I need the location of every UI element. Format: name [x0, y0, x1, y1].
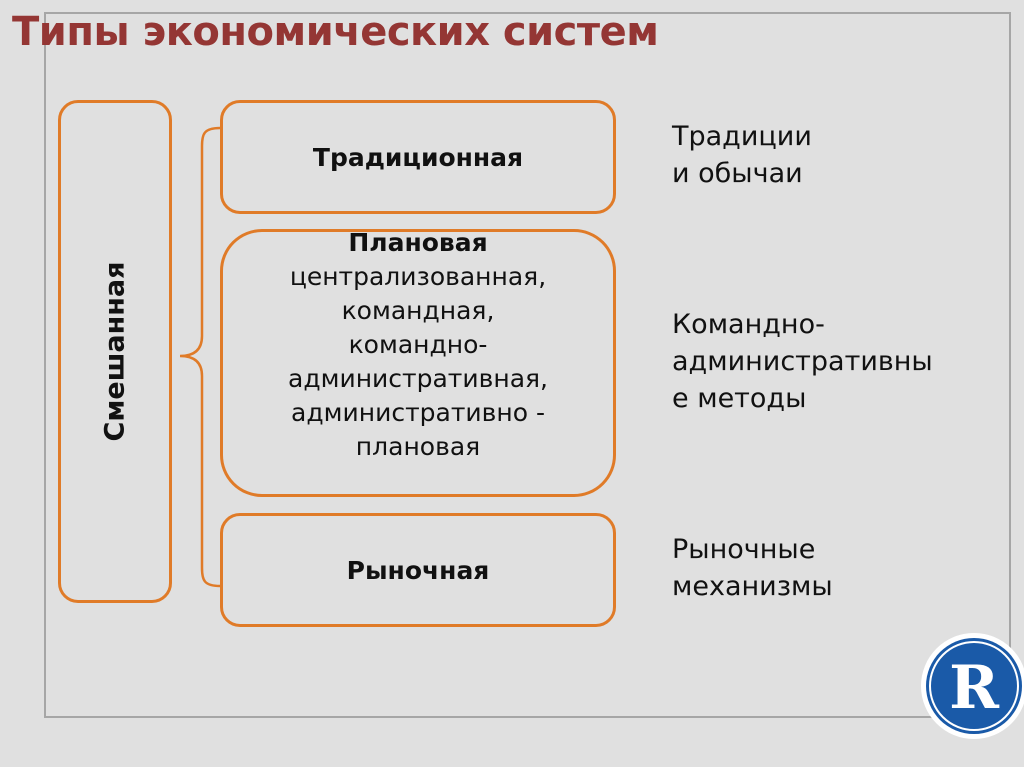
traditional-system-box: Традиционная	[220, 100, 616, 214]
hse-logo-icon: R	[921, 633, 1024, 739]
market-system-label: Рыночная	[346, 555, 490, 585]
mixed-system-label: Смешанная	[99, 261, 131, 442]
slide-frame	[44, 12, 1011, 718]
mixed-system-box: Смешанная	[58, 100, 172, 603]
slide-title: Типы экономических систем	[12, 9, 659, 55]
planned-system-box: Плановая централизованная, командная, ко…	[220, 228, 616, 497]
traditional-system-label: Традиционная	[312, 142, 524, 172]
curly-brace-icon	[179, 126, 221, 588]
market-system-box: Рыночная	[220, 513, 616, 627]
traditional-description: Традиции и обычаи	[672, 121, 812, 189]
planned-system-label: Плановая	[348, 228, 488, 257]
planned-system-line: административная,	[288, 364, 548, 393]
planned-system-line: административно -	[291, 398, 545, 427]
planned-system-line: командно-	[348, 330, 488, 359]
planned-description: Командно- административны е методы	[672, 309, 933, 414]
planned-system-line: плановая	[355, 432, 481, 461]
planned-system-line: централизованная,	[289, 262, 547, 291]
svg-text:R: R	[949, 653, 1000, 723]
market-description: Рыночные механизмы	[672, 534, 833, 602]
planned-system-line: командная,	[341, 296, 495, 325]
